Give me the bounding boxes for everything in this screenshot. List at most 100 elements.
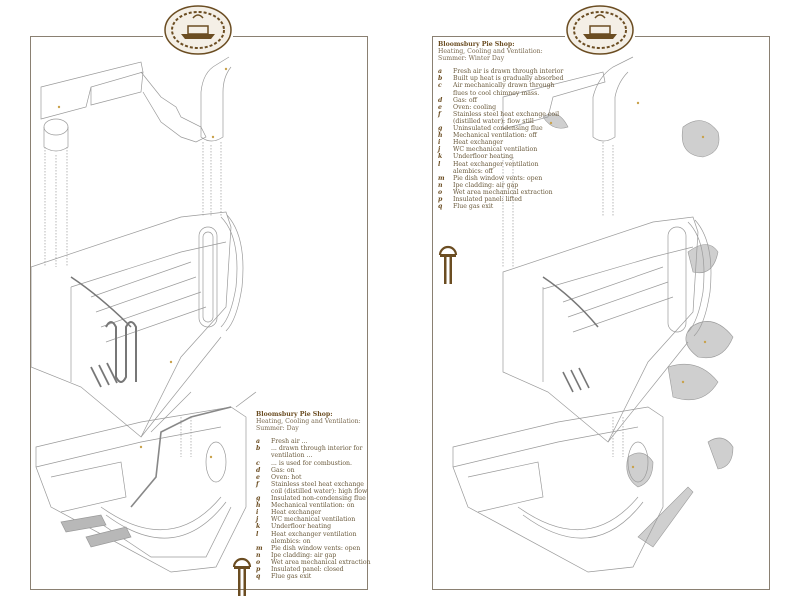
- legend-text: Uninsulated condensing flue: [453, 125, 543, 133]
- legend-item: m Pie dish window vents: open: [256, 545, 374, 552]
- legend-winter-day: Bloomsbury Pie Shop: Heating, Cooling an…: [438, 41, 568, 210]
- legend-text: Built up heat is gradually absorbed: [453, 75, 564, 83]
- legend-key: i: [438, 139, 441, 147]
- legend-item: f Stainless steel heat exchange coil (dis…: [438, 111, 568, 125]
- legend-item: m Pie dish window vents: open: [438, 175, 568, 182]
- legend-item: i Heat exchanger: [256, 509, 374, 516]
- legend-text: Ipe cladding: air gap: [453, 181, 519, 189]
- legend-item: c ... is used for combustion.: [256, 460, 374, 467]
- legend-item: e Oven: hot: [256, 474, 374, 481]
- legend-item: a Fresh air is drawn through interior: [438, 68, 568, 75]
- legend-text: Flue gas exit: [453, 203, 494, 211]
- legend-key: b: [256, 445, 261, 453]
- legend-title: Bloomsbury Pie Shop:: [438, 41, 515, 48]
- legend-text: Heat exchanger ventilation alembics: on: [271, 530, 357, 545]
- legend-season: Summer: Day: [256, 425, 299, 433]
- legend-summer-day: Bloomsbury Pie Shop: Heating, Cooling an…: [256, 411, 374, 580]
- legend-text: Mechanical ventilation: on: [271, 502, 355, 510]
- legend-key: q: [256, 573, 261, 581]
- legend-key: c: [256, 459, 260, 467]
- legend-text: Ipe cladding: air gap: [271, 551, 337, 559]
- legend-list: a Fresh air is drawn through interior b Bu…: [438, 68, 568, 210]
- legend-key: e: [256, 473, 260, 481]
- legend-text: Heat exchanger: [453, 139, 504, 147]
- legend-key: f: [438, 110, 441, 118]
- legend-item: k Underfloor heating: [256, 523, 374, 530]
- legend-item: h Mechanical ventilation: on: [256, 502, 374, 509]
- legend-key: p: [256, 565, 261, 573]
- legend-key: j: [256, 516, 259, 524]
- legend-text: Underfloor heating: [271, 523, 332, 531]
- legend-subtitle: Heating, Cooling and Ventilation:: [256, 418, 361, 426]
- legend-item: d Gas: off: [438, 97, 568, 104]
- legend-key: b: [438, 75, 443, 83]
- legend-text: Stainless steel heat exchange coil (dist…: [453, 110, 560, 125]
- legend-key: i: [256, 509, 259, 517]
- legend-text: Pie dish window vents: open: [271, 544, 361, 552]
- legend-text: Fresh air ...: [271, 438, 308, 446]
- legend-key: l: [438, 160, 441, 168]
- exploded-axonometric-drawing: [452, 56, 734, 573]
- legend-text: ... drawn through interior for ventilati…: [271, 445, 363, 460]
- exploded-axonometric-drawing: [31, 56, 257, 573]
- pillar-icon: [438, 245, 458, 284]
- legend-key: n: [438, 181, 443, 189]
- legend-key: e: [438, 103, 442, 111]
- legend-key: h: [256, 502, 261, 510]
- legend-key: o: [256, 558, 261, 566]
- legend-text: WC mechanical ventilation: [453, 146, 538, 154]
- legend-text: WC mechanical ventilation: [271, 516, 356, 524]
- legend-text: Fresh air is drawn through interior: [453, 68, 564, 76]
- legend-text: Gas: on: [271, 466, 295, 474]
- legend-text: Oven: cooling: [453, 103, 497, 111]
- legend-item: n Ipe cladding: air gap: [438, 182, 568, 189]
- legend-item: a Fresh air ...: [256, 438, 374, 445]
- legend-item: p Insulated panel: closed: [256, 566, 374, 573]
- pillar-icon: [232, 557, 252, 596]
- legend-key: f: [256, 480, 259, 488]
- legend-text: Wet area mechanical extraction: [271, 558, 371, 566]
- engraved-emblem-logo: [565, 4, 635, 56]
- legend-key: a: [438, 68, 443, 76]
- legend-text: Oven: hot: [271, 473, 302, 481]
- legend-item: b Built up heat is gradually absorbed: [438, 75, 568, 82]
- legend-text: Mechanical ventilation: off: [453, 132, 537, 140]
- legend-text: ... is used for combustion.: [271, 459, 352, 467]
- legend-item: i Heat exchanger: [438, 139, 568, 146]
- legend-key: o: [438, 188, 443, 196]
- legend-key: m: [256, 544, 263, 552]
- legend-text: Pie dish window vents: open: [453, 174, 543, 182]
- legend-item: b ... drawn through interior for ventilat…: [256, 445, 374, 459]
- legend-text: Heat exchanger: [271, 509, 322, 517]
- legend-item: o Wet area mechanical extraction: [256, 559, 374, 566]
- legend-key: a: [256, 438, 261, 446]
- legend-key: g: [256, 495, 261, 503]
- legend-text: Flue gas exit: [271, 573, 312, 581]
- legend-key: j: [438, 146, 441, 154]
- summer-day-panel: Bloomsbury Pie Shop: Heating, Cooling an…: [30, 36, 371, 596]
- legend-list: a Fresh air ... b ... drawn through interi…: [256, 438, 374, 580]
- legend-item: d Gas: on: [256, 467, 374, 474]
- legend-key: d: [256, 466, 261, 474]
- legend-text: Insulated panel: closed: [271, 565, 344, 573]
- legend-key: k: [256, 523, 261, 531]
- winter-day-panel: Bloomsbury Pie Shop: Heating, Cooling an…: [432, 36, 770, 590]
- legend-key: d: [438, 96, 443, 104]
- legend-item: j WC mechanical ventilation: [438, 146, 568, 153]
- legend-item: j WC mechanical ventilation: [256, 516, 374, 523]
- legend-season: Summer: Winter Day: [438, 55, 505, 63]
- legend-key: m: [438, 174, 445, 182]
- legend-key: l: [256, 530, 259, 538]
- legend-text: Gas: off: [453, 96, 477, 104]
